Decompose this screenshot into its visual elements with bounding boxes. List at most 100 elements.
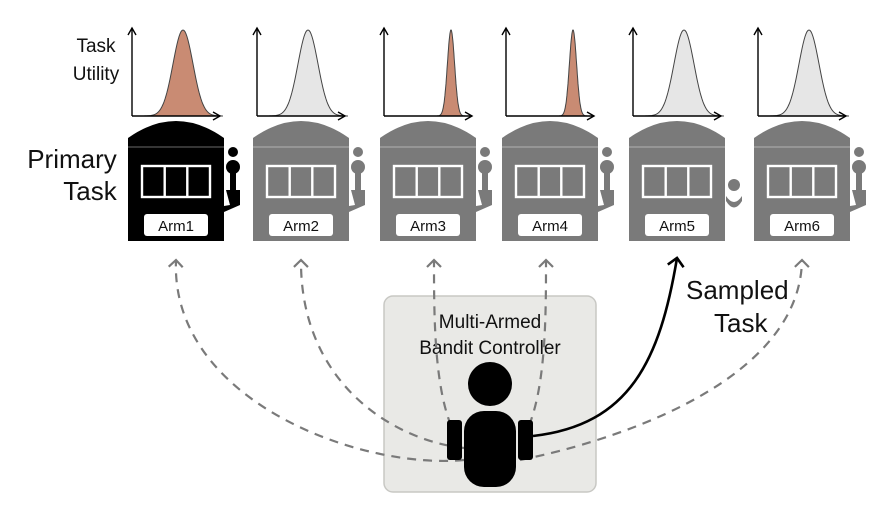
machine-top-arm6 (754, 121, 850, 138)
lever-small-knob-arm6 (854, 147, 864, 157)
slot-machine-arm1: Arm1 (128, 121, 224, 241)
arm-label-box-arm2 (269, 214, 333, 236)
utility-plot-arm5 (628, 26, 724, 121)
slot-machine-arm3: Arm3 (380, 121, 476, 241)
reels-frame-arm1 (140, 164, 212, 199)
slot-machine-arm6: Arm6 (754, 121, 850, 241)
arm-label-box-arm3 (396, 214, 460, 236)
reels-frame-arm4 (514, 164, 586, 199)
lever-knob-arm2 (351, 160, 365, 174)
agent-left-wheel (447, 420, 462, 460)
agent-body (464, 411, 516, 487)
arm-6: Arm6 (753, 26, 866, 241)
arm-label-box-arm4 (518, 214, 582, 236)
reels-window-arm6 (766, 164, 838, 199)
lever-small-knob-arm2 (353, 147, 363, 157)
x-axis-arrow-arm6 (838, 111, 848, 121)
lever-icon-arm5 (726, 179, 742, 208)
utility-curve-arm1 (143, 29, 223, 117)
lever-base-arm2 (349, 190, 365, 212)
lever-stick-arm2 (355, 172, 361, 192)
arm-label-arm2: Arm2 (283, 218, 319, 235)
sampled-arrow-arm5 (532, 256, 685, 438)
agent-right-wheel (518, 420, 533, 460)
lever-stick-arm1 (230, 172, 236, 192)
x-axis-arrow-arm1 (212, 111, 222, 121)
controller-label-line1: Multi-Armed (439, 312, 541, 333)
lever-base-arm3 (476, 190, 492, 212)
slot-machine-arm5: Arm5 (629, 121, 725, 241)
task-utility-label-line2: Utility (73, 64, 120, 85)
reels-window-arm3 (392, 164, 464, 199)
lever-knob-arm5 (728, 179, 740, 191)
lever-base-arm5 (726, 196, 742, 208)
lever-icon-arm4 (598, 147, 614, 212)
reels-frame-arm6 (766, 164, 838, 199)
lever-stick-arm6 (856, 172, 862, 192)
arm-label-box-arm1 (144, 214, 208, 236)
arm-label-arm1: Arm1 (158, 218, 194, 235)
lever-small-knob-arm1 (228, 147, 238, 157)
task-utility-label-line1: Task (76, 36, 116, 57)
lever-knob-arm6 (852, 160, 866, 174)
lever-small-knob-arm4 (602, 147, 612, 157)
lever-base-arm1 (224, 190, 240, 212)
slot-machine-arm2: Arm2 (253, 121, 349, 241)
lever-knob-arm3 (478, 160, 492, 174)
arm-label-arm6: Arm6 (784, 218, 820, 235)
utility-curve-arm6 (769, 29, 849, 117)
utility-plot-arm1 (127, 26, 223, 121)
controller-label-line2: Bandit Controller (419, 338, 561, 359)
sampled-task-label-line2: Task (714, 308, 768, 338)
arm-1: Arm1 (127, 26, 240, 241)
arm-label-arm5: Arm5 (659, 218, 695, 235)
utility-curve-arm5 (644, 29, 724, 117)
lever-icon-arm1 (224, 147, 240, 212)
y-axis-arrow-arm6 (753, 26, 763, 36)
arrows (167, 256, 810, 462)
lever-stick-arm4 (604, 172, 610, 192)
arm-label-box-arm6 (770, 214, 834, 236)
y-axis-arrow-arm3 (379, 26, 389, 36)
arm-label-box-arm5 (645, 214, 709, 236)
x-axis-arrow-arm4 (586, 111, 596, 121)
lever-stick-arm3 (482, 172, 488, 192)
primary-task-label-line2: Task (63, 176, 117, 206)
reels-window-arm5 (641, 164, 713, 199)
machine-top-arm4 (502, 121, 598, 138)
lever-icon-arm2 (349, 147, 365, 212)
arm-4: Arm4 (501, 26, 614, 241)
agent-robot-icon (447, 362, 533, 487)
reels-window-arm4 (514, 164, 586, 199)
y-axis-arrow-arm1 (127, 26, 137, 36)
dashed-arrow-arm1 (167, 258, 465, 462)
machine-top-arm1 (128, 121, 224, 138)
x-axis-arrow-arm5 (713, 111, 723, 121)
lever-base-arm4 (598, 190, 614, 212)
sampled-task-label-line1: Sampled (686, 275, 789, 305)
dashed-arrow-arm6 (519, 258, 810, 462)
lever-icon-arm3 (476, 147, 492, 212)
y-axis-arrow-arm2 (252, 26, 262, 36)
arm-2: Arm2 (252, 26, 365, 241)
lever-knob-arm4 (600, 160, 614, 174)
machine-top-arm2 (253, 121, 349, 138)
machine-top-arm3 (380, 121, 476, 138)
utility-curve-arm2 (268, 29, 348, 117)
reels-frame-arm5 (641, 164, 713, 199)
utility-plot-arm3 (379, 26, 474, 121)
lever-base-arm6 (850, 190, 866, 212)
reels-frame-arm2 (265, 164, 337, 199)
reels-frame-arm3 (392, 164, 464, 199)
utility-plot-arm4 (501, 26, 596, 121)
x-axis-arrow-arm2 (337, 111, 347, 121)
arm-label-arm4: Arm4 (532, 218, 568, 235)
lever-icon-arm6 (850, 147, 866, 212)
y-axis-arrow-arm5 (628, 26, 638, 36)
utility-curve-arm3 (436, 29, 466, 117)
lever-knob-arm1 (226, 160, 240, 174)
y-axis-arrow-arm4 (501, 26, 511, 36)
reels-window-arm2 (265, 164, 337, 199)
